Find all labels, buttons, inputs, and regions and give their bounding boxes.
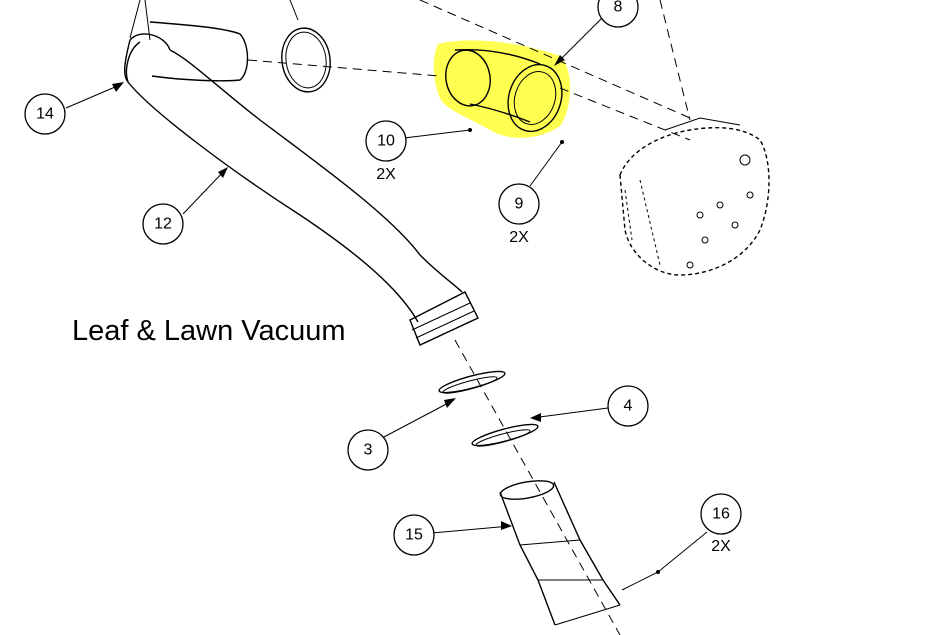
callout-qty: 2X: [376, 166, 396, 183]
hose-part-12: [123, 33, 479, 346]
assembly-dash-lines: [247, 0, 691, 635]
callout-label: 16: [712, 506, 730, 523]
callout-qty: 2X: [509, 229, 529, 246]
disc-part-3: [438, 370, 506, 394]
callout-label: 12: [154, 216, 172, 233]
callout-4: 4: [607, 385, 649, 427]
ring-clamp: [281, 0, 331, 93]
callout-14: 14: [24, 93, 66, 135]
callout-label: 14: [36, 106, 54, 123]
callout-label: 15: [405, 527, 423, 544]
callout-label: 8: [614, 0, 623, 16]
callout-9: 9 2X: [498, 183, 540, 246]
callout-label: 4: [624, 398, 633, 415]
callout-16: 16 2X: [700, 493, 742, 555]
tube-cap: [129, 0, 249, 82]
callout-8: 8: [597, 0, 639, 28]
callout-label: 9: [515, 196, 524, 213]
diagram-title: Leaf & Lawn Vacuum: [72, 315, 346, 347]
callout-15: 15: [393, 514, 435, 556]
blower-housing: [619, 117, 770, 276]
disc-part-4: [471, 423, 539, 447]
callout-label: 3: [364, 442, 373, 459]
callout-qty: 2X: [711, 538, 731, 555]
callout-label: 10: [377, 133, 395, 150]
nozzle-part-15: [499, 480, 621, 626]
callout-3: 3: [347, 429, 389, 471]
adapter-part-8: [445, 48, 563, 133]
callout-12: 12: [142, 203, 184, 245]
callout-10: 10 2X: [365, 120, 407, 183]
leader-lines: [65, 17, 708, 591]
